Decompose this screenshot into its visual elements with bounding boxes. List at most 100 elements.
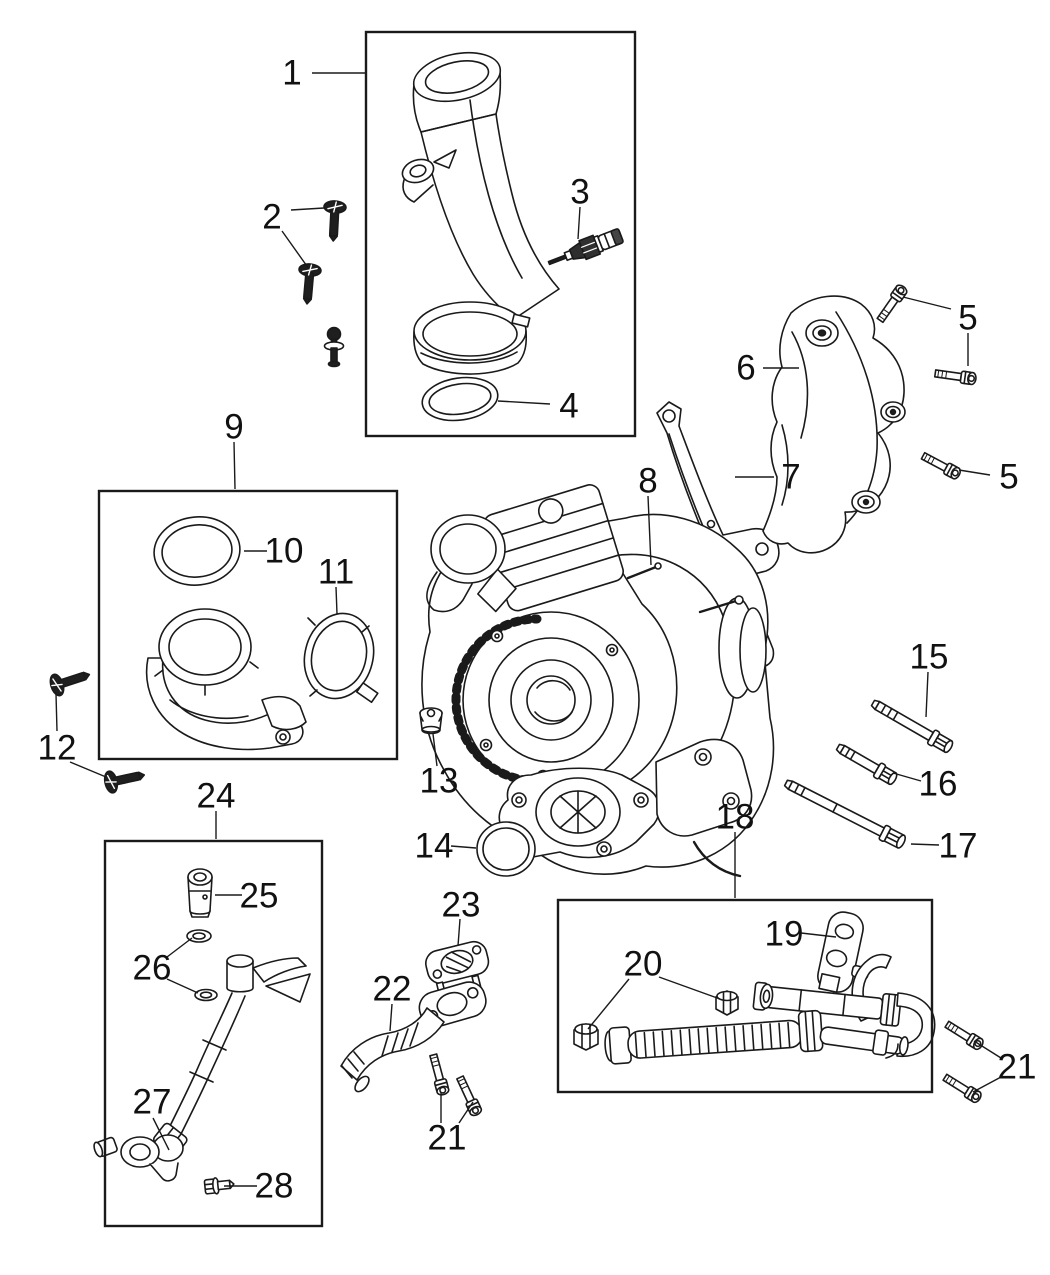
callout-25-banjo-bolt: 25 bbox=[240, 877, 279, 916]
leader-line-2 bbox=[281, 230, 310, 270]
leader-line-14 bbox=[55, 693, 58, 732]
part-bolt-21c bbox=[942, 1018, 986, 1052]
part-washer-26a bbox=[186, 929, 212, 943]
callout-2-screws: 2 bbox=[262, 198, 281, 237]
callout-21-socket-bolts: 21 bbox=[998, 1048, 1037, 1087]
part-screw-12b bbox=[102, 763, 148, 795]
callout-17-bolt-long: 17 bbox=[939, 827, 978, 866]
leader-line-35 bbox=[152, 1117, 170, 1151]
part-bolt-21b bbox=[453, 1074, 484, 1118]
callout-23-gasket: 23 bbox=[442, 886, 481, 925]
callout-10-seal-ring: 10 bbox=[265, 532, 304, 571]
part-o-ring-4 bbox=[421, 376, 499, 422]
part-fitting-19 bbox=[817, 911, 870, 993]
callout-6-heat-shield: 6 bbox=[736, 349, 755, 388]
callout-21-socket-bolts: 21 bbox=[428, 1119, 467, 1158]
part-turbocharger bbox=[421, 484, 775, 878]
leader-line-30 bbox=[457, 918, 461, 947]
leader-line-27 bbox=[973, 1040, 1002, 1059]
callout-3-sensor: 3 bbox=[570, 173, 589, 212]
part-oil-drain-tube bbox=[340, 981, 487, 1093]
callout-28-bolt: 28 bbox=[255, 1167, 294, 1206]
callout-14-o-ring: 14 bbox=[415, 827, 454, 866]
callout-8-turbocharger: 8 bbox=[638, 462, 657, 501]
part-bolt-5c bbox=[919, 449, 963, 482]
callout-11-clamp: 11 bbox=[318, 553, 354, 592]
leader-line-13 bbox=[335, 586, 338, 615]
part-bolt-21d bbox=[940, 1071, 984, 1105]
assembly-box-1 bbox=[364, 30, 637, 438]
callout-27-union-fitting: 27 bbox=[133, 1083, 172, 1122]
leader-line-11 bbox=[233, 441, 236, 490]
part-bolt-17 bbox=[783, 779, 907, 849]
leader-line-28 bbox=[972, 1076, 1002, 1093]
part-ball-stud bbox=[323, 326, 345, 368]
callout-15-bolt-long: 15 bbox=[910, 638, 949, 677]
leader-line-15 bbox=[69, 761, 107, 778]
callout-7-bracket: 7 bbox=[781, 458, 800, 497]
leader-line-19 bbox=[892, 772, 922, 782]
assembly-box-9 bbox=[97, 489, 399, 761]
callout-19-flange-fitting: 19 bbox=[765, 915, 804, 954]
part-nut-20a bbox=[573, 1023, 599, 1051]
part-inlet-elbow bbox=[145, 608, 307, 751]
leader-line-23 bbox=[587, 978, 630, 1030]
part-plug-13 bbox=[419, 707, 443, 735]
leader-line-7 bbox=[958, 469, 991, 476]
callout-9-air-inlet-assembly: 9 bbox=[224, 408, 243, 447]
leader-line-17 bbox=[450, 845, 477, 849]
part-sensor bbox=[547, 228, 624, 266]
leader-line-5 bbox=[902, 296, 952, 310]
annotation-layer: 1234556789101112131415161718192021212223… bbox=[38, 30, 1037, 1228]
leader-line-1 bbox=[290, 207, 325, 211]
callout-5-socket-bolts: 5 bbox=[958, 299, 977, 338]
part-bolt-5a bbox=[874, 282, 910, 325]
callout-26-washers: 26 bbox=[133, 949, 172, 988]
callout-12-screws: 12 bbox=[38, 729, 77, 768]
part-screw-12a bbox=[47, 663, 94, 699]
callout-13-plug-fitting: 13 bbox=[420, 762, 459, 801]
callout-22-oil-drain-tube: 22 bbox=[373, 970, 412, 1009]
leader-line-33 bbox=[166, 937, 193, 958]
callout-1-charge-air-duct-assembly: 1 bbox=[282, 54, 301, 93]
leader-line-26 bbox=[458, 1101, 474, 1124]
callout-16-bolt-short: 16 bbox=[919, 765, 958, 804]
leader-line-16 bbox=[432, 733, 438, 767]
leader-line-10 bbox=[647, 495, 652, 566]
actuator-block bbox=[477, 484, 624, 613]
part-bolt-5b bbox=[933, 366, 978, 386]
part-clamp-11 bbox=[303, 612, 379, 704]
part-washer-26b bbox=[194, 988, 218, 1002]
part-bolt-16 bbox=[835, 743, 898, 786]
leader-line-20 bbox=[910, 843, 940, 846]
leader-line-4 bbox=[497, 400, 551, 405]
part-gasket-23 bbox=[425, 940, 490, 997]
part-heat-shield bbox=[762, 295, 906, 554]
part-oil-supply-lines bbox=[604, 953, 936, 1065]
assembly-box-24 bbox=[103, 839, 324, 1228]
part-banjo-bolt-25 bbox=[187, 868, 213, 918]
leader-line-18 bbox=[925, 671, 929, 718]
callout-20-nuts: 20 bbox=[624, 945, 663, 984]
leader-line-29 bbox=[389, 1003, 393, 1032]
leader-line-24 bbox=[658, 976, 721, 1000]
callout-18-oil-line-assembly: 18 bbox=[716, 798, 755, 837]
part-nut-20b bbox=[715, 990, 739, 1016]
part-bolt-15 bbox=[870, 699, 954, 754]
part-seal-ring-10 bbox=[153, 516, 241, 586]
leader-line-34 bbox=[166, 978, 199, 994]
callout-4-o-ring: 4 bbox=[559, 387, 578, 426]
callout-24-oil-feed-line-assembly: 24 bbox=[197, 777, 236, 816]
part-screw-2a bbox=[321, 199, 348, 243]
assembly-box-18 bbox=[556, 898, 934, 1094]
part-bolt-21a bbox=[426, 1052, 451, 1097]
leader-line-22 bbox=[800, 932, 837, 938]
part-screw-2b bbox=[295, 262, 323, 306]
parts-layer bbox=[47, 51, 986, 1195]
leader-line-3 bbox=[577, 206, 581, 240]
callout-5-socket-bolt: 5 bbox=[999, 458, 1018, 497]
part-o-ring-14 bbox=[476, 821, 536, 877]
part-oil-feed-tube bbox=[153, 954, 311, 1157]
